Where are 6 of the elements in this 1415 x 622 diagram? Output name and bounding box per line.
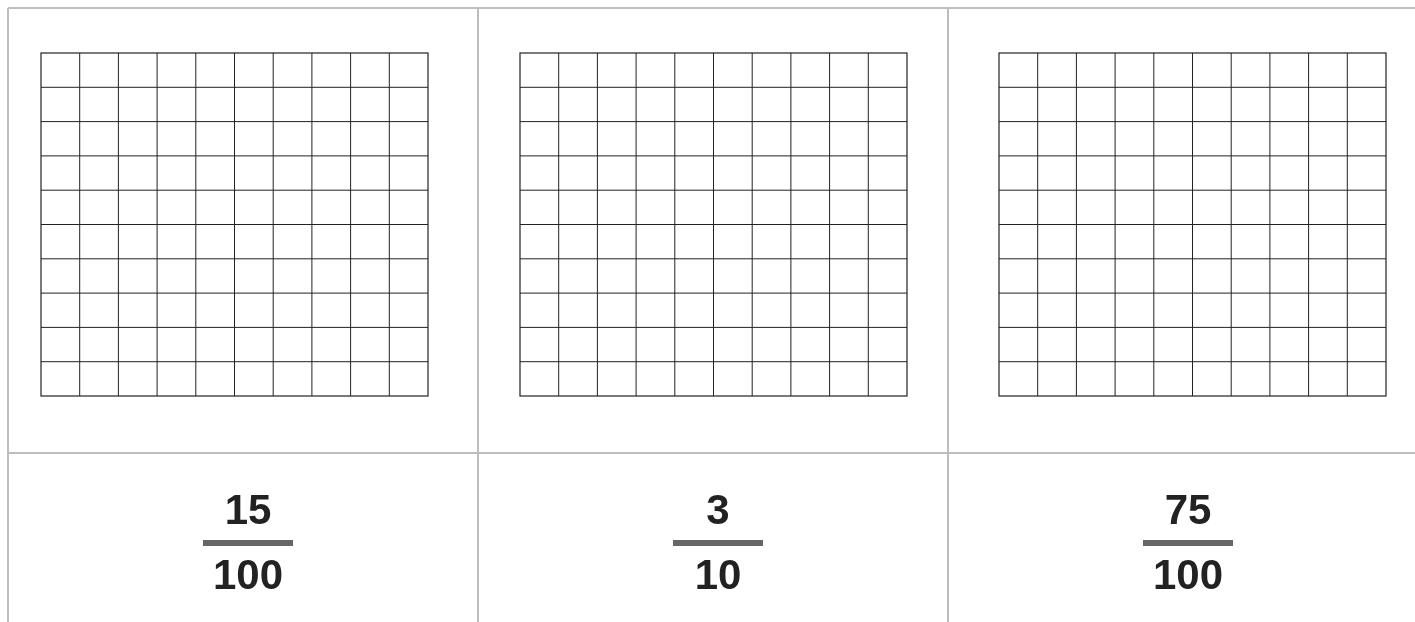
denominator: 100	[1151, 554, 1225, 596]
numerator: 15	[223, 489, 273, 531]
denominator: 10	[693, 554, 743, 596]
numerator: 3	[705, 489, 731, 531]
denominator: 100	[211, 554, 285, 596]
numerator: 75	[1163, 489, 1213, 531]
